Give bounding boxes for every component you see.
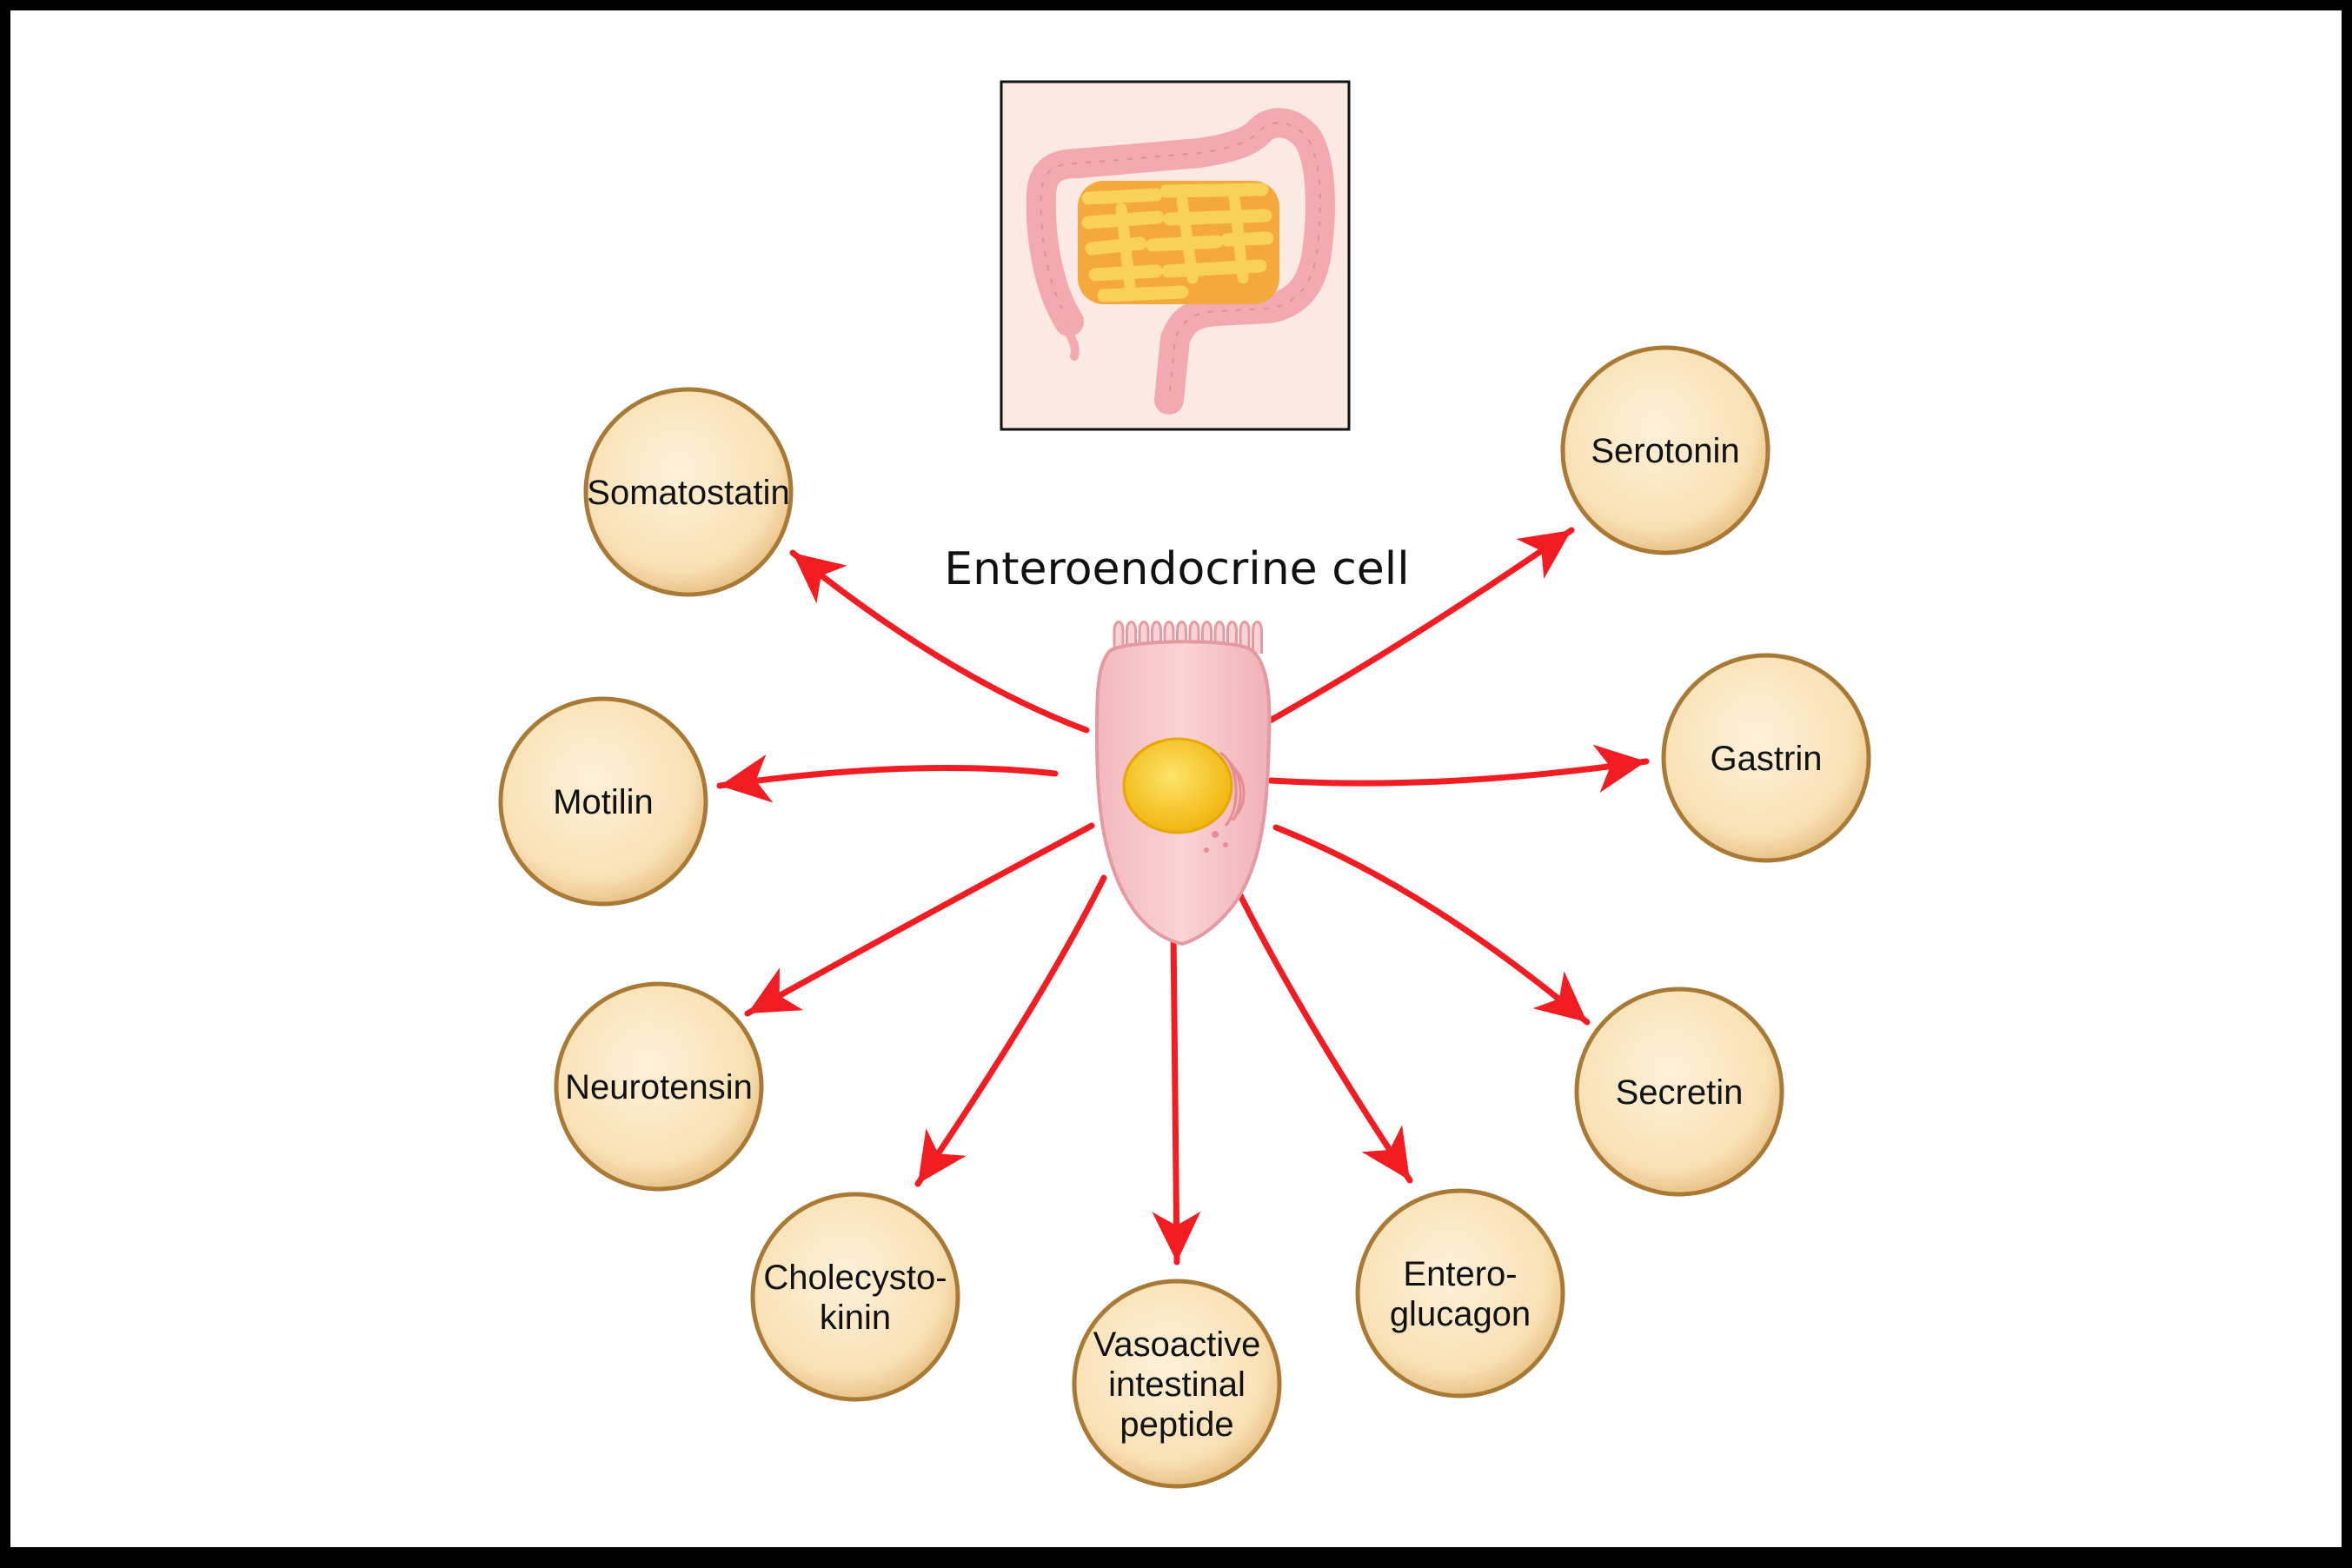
hormone-node-cholecystokinin: Cholecysto-kinin <box>750 1192 960 1402</box>
hormone-circle <box>554 981 764 1192</box>
arrow-serotonin <box>1262 527 1575 727</box>
hormone-circle <box>750 1192 960 1402</box>
arrow-enteroglucagon <box>1226 869 1413 1184</box>
arrowhead-neurotensin <box>747 967 804 1013</box>
arrowhead-somatostatin <box>793 553 847 604</box>
hormone-node-enteroglucagon: Entero-glucagon <box>1355 1188 1565 1399</box>
arrow-gastrin <box>1267 758 1650 787</box>
enteroendocrine-cell-icon <box>1094 621 1272 947</box>
hormone-node-serotonin: Serotonin <box>1560 345 1771 555</box>
hormone-label: Vasoactive <box>1093 1325 1261 1364</box>
hormone-node-neurotensin: Neurotensin <box>554 981 764 1192</box>
arrowhead-cholecystokinin <box>918 1128 967 1184</box>
diagram-title: Enteroendocrine cell <box>944 543 1409 595</box>
intestine-icon <box>1000 80 1351 431</box>
hormone-circle <box>1560 345 1771 555</box>
hormone-circle <box>498 696 708 907</box>
hormone-label: glucagon <box>1390 1295 1531 1333</box>
hormone-label: peptide <box>1120 1405 1233 1444</box>
hormone-label: Serotonin <box>1591 432 1739 470</box>
arrow-group <box>716 527 1650 1266</box>
hormone-label: Neurotensin <box>565 1068 753 1106</box>
arrowhead-serotonin <box>1516 530 1571 580</box>
arrowhead-gastrin <box>1592 744 1646 794</box>
hormone-node-motilin: Motilin <box>498 696 708 907</box>
granules <box>1204 831 1228 853</box>
hormone-circle <box>1355 1188 1565 1399</box>
arrow-secretin <box>1272 824 1591 1026</box>
hormone-label: Motilin <box>553 783 654 821</box>
microvillus <box>1252 621 1263 654</box>
arrowhead-enteroglucagon <box>1361 1125 1410 1180</box>
hormone-label: kinin <box>820 1299 891 1337</box>
hormone-node-somatostatin: Somatostatin <box>583 387 794 597</box>
arrow-cholecystokinin <box>914 874 1107 1187</box>
hormone-circles: SomatostatinMotilinNeurotensinCholecysto… <box>498 345 1871 1489</box>
hormone-label: Cholecysto- <box>763 1259 947 1297</box>
arrowhead-vip <box>1152 1211 1201 1262</box>
hormone-circle <box>1574 987 1784 1197</box>
arrow-vip <box>1170 927 1180 1266</box>
hormone-label: Secretin <box>1616 1073 1744 1112</box>
hormone-circle <box>1072 1279 1282 1489</box>
arrow-somatostatin <box>789 549 1090 734</box>
arrow-neurotensin <box>744 822 1095 1017</box>
nucleus-icon <box>1122 737 1233 834</box>
hormone-label: Somatostatin <box>587 474 789 512</box>
hormone-label: intestinal <box>1108 1365 1246 1404</box>
golgi-icon <box>1219 751 1246 827</box>
hormone-node-secretin: Secretin <box>1574 987 1784 1197</box>
arrowhead-secretin <box>1532 971 1587 1022</box>
hormone-circle <box>583 387 794 597</box>
arrowhead-motilin <box>720 754 774 803</box>
hormone-label: Entero- <box>1403 1255 1517 1293</box>
arrow-motilin <box>716 765 1059 789</box>
hormone-circle <box>1661 653 1871 863</box>
hormone-node-gastrin: Gastrin <box>1661 653 1871 863</box>
hormone-label: Gastrin <box>1711 740 1823 778</box>
